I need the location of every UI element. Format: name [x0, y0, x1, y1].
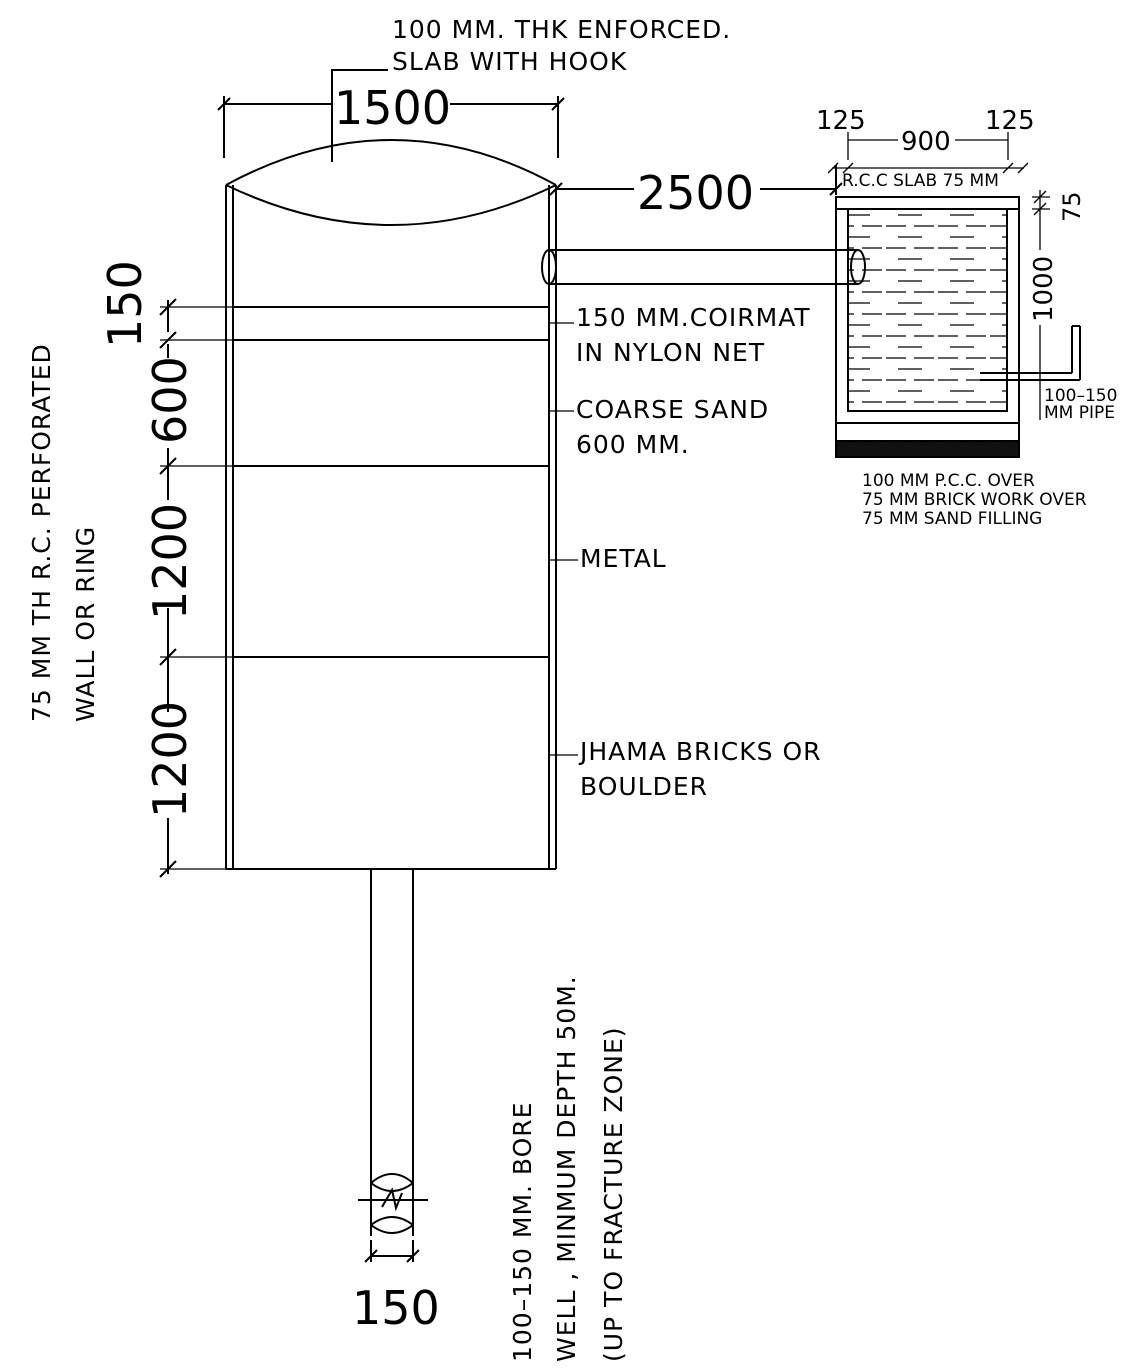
bore-line1: 100–150 MM. BORE: [508, 1102, 537, 1362]
tank-dim-75: 75: [1058, 191, 1086, 222]
slab-note-line1: 100 MM. THK ENFORCED.: [392, 15, 731, 44]
metal-layer: [232, 465, 550, 658]
tank-base-line2: 75 MM BRICK WORK OVER: [862, 490, 1087, 510]
tank-dim-125-left: 125: [816, 106, 866, 136]
bore-diameter-dimension: [364, 1240, 420, 1263]
tank-width-dimension: [827, 132, 1029, 174]
distance-dimension: [549, 165, 843, 196]
distance-label: 2500: [637, 166, 754, 220]
coarse-sand-layer: [232, 339, 550, 467]
inlet-pipe: [541, 249, 866, 285]
tank-base-line1: 100 MM P.C.C. OVER: [862, 471, 1035, 491]
coirmat-line1: 150 MM.COIRMAT: [576, 303, 811, 332]
layer-dimension-line: [159, 298, 233, 878]
tank-water: [847, 208, 1008, 412]
tank-pipe-line1: 100–150: [1044, 386, 1117, 406]
layer-dim-1200-bricks: 1200: [143, 701, 197, 818]
coirmat-line2: IN NYLON NET: [576, 338, 765, 367]
tank-rcc-slab: [835, 196, 1020, 210]
bore-line2: WELL , MINMUM DEPTH 50M.: [552, 975, 581, 1362]
bore-line3: (UP TO FRACTURE ZONE): [599, 1026, 628, 1362]
bricks-line1: JHAMA BRICKS OR: [578, 737, 822, 766]
metal-label: METAL: [580, 544, 667, 573]
bore-well-pipe: [358, 869, 428, 1236]
tank-base-line3: 75 MM SAND FILLING: [862, 509, 1042, 529]
layer-dim-1200-metal: 1200: [143, 503, 197, 620]
diameter-label: 1500: [334, 81, 451, 135]
coirmat-layer: [232, 306, 550, 341]
tank-dim-1000: 1000: [1029, 256, 1059, 322]
tank-brick-work: [835, 422, 1020, 442]
slab-leader-line: [331, 69, 388, 162]
dome-slab-top: [225, 139, 557, 186]
tank-height-dimension: [1032, 190, 1050, 420]
slab-note-line2: SLAB WITH HOOK: [392, 47, 627, 76]
sand-line2: 600 MM.: [576, 430, 690, 459]
bore-diameter-label: 150: [352, 1281, 440, 1335]
bricks-line2: BOULDER: [580, 772, 708, 801]
dome-slab-bottom: [225, 184, 557, 226]
tank-sand-texture: [836, 441, 1019, 457]
tank-pipe-line2: MM PIPE: [1044, 403, 1115, 423]
jhama-bricks-layer: [232, 656, 550, 870]
tank-dim-900: 900: [901, 127, 951, 157]
wall-note-line2: WALL OR RING: [71, 526, 100, 722]
layer-dim-150: 150: [98, 260, 152, 348]
diameter-dimension: [217, 96, 565, 158]
layer-dim-600: 600: [143, 356, 197, 444]
tank-slab-note: R.C.C SLAB 75 MM: [842, 171, 999, 191]
wall-note-line1: 75 MM TH R.C. PERFORATED: [27, 343, 56, 722]
tank-dim-125-right: 125: [985, 106, 1035, 136]
sand-line1: COARSE SAND: [576, 395, 769, 424]
tank-outlet-pipe: [980, 325, 1081, 381]
